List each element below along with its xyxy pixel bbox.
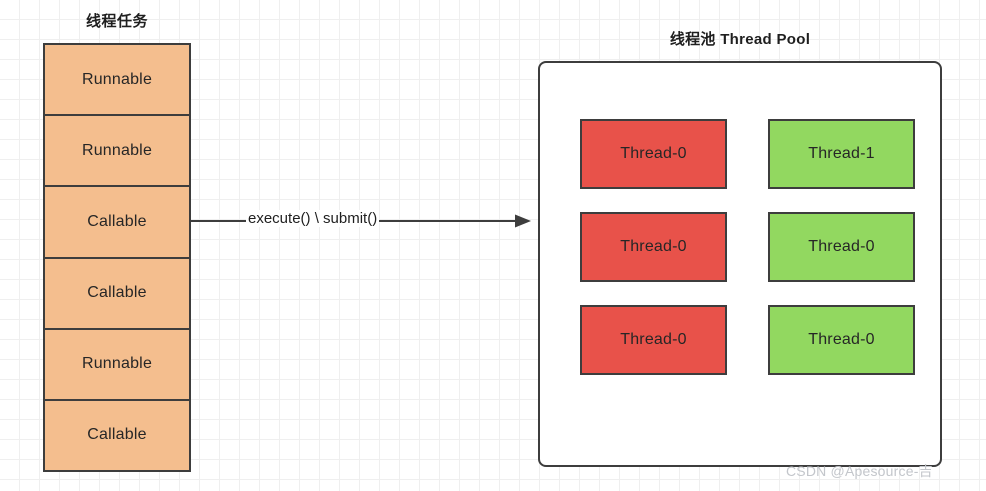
thread-box[interactable]: Thread-0 bbox=[580, 305, 727, 375]
task-item[interactable]: Runnable bbox=[45, 329, 189, 401]
thread-box[interactable]: Thread-0 bbox=[768, 305, 915, 375]
thread-pool-container: Thread-0 Thread-1 Thread-0 Thread-0 Thre… bbox=[538, 61, 942, 467]
thread-pool-title: 线程池 Thread Pool bbox=[669, 31, 811, 48]
thread-box[interactable]: Thread-0 bbox=[580, 212, 727, 282]
thread-box[interactable]: Thread-0 bbox=[580, 119, 727, 189]
thread-grid: Thread-0 Thread-1 Thread-0 Thread-0 Thre… bbox=[580, 119, 917, 375]
task-stack-title: 线程任务 bbox=[85, 13, 148, 30]
thread-box[interactable]: Thread-1 bbox=[768, 119, 915, 189]
task-item[interactable]: Callable bbox=[45, 400, 189, 471]
task-item[interactable]: Runnable bbox=[45, 45, 189, 117]
task-item[interactable]: Runnable bbox=[45, 116, 189, 188]
task-item[interactable]: Callable bbox=[45, 258, 189, 330]
thread-box[interactable]: Thread-0 bbox=[768, 212, 915, 282]
task-item[interactable]: Callable bbox=[45, 187, 189, 259]
watermark: CSDN @Apesource-吉 bbox=[786, 463, 933, 479]
arrow-label: execute() \ submit() bbox=[246, 210, 380, 227]
task-stack: Runnable Runnable Callable Callable Runn… bbox=[43, 43, 191, 472]
